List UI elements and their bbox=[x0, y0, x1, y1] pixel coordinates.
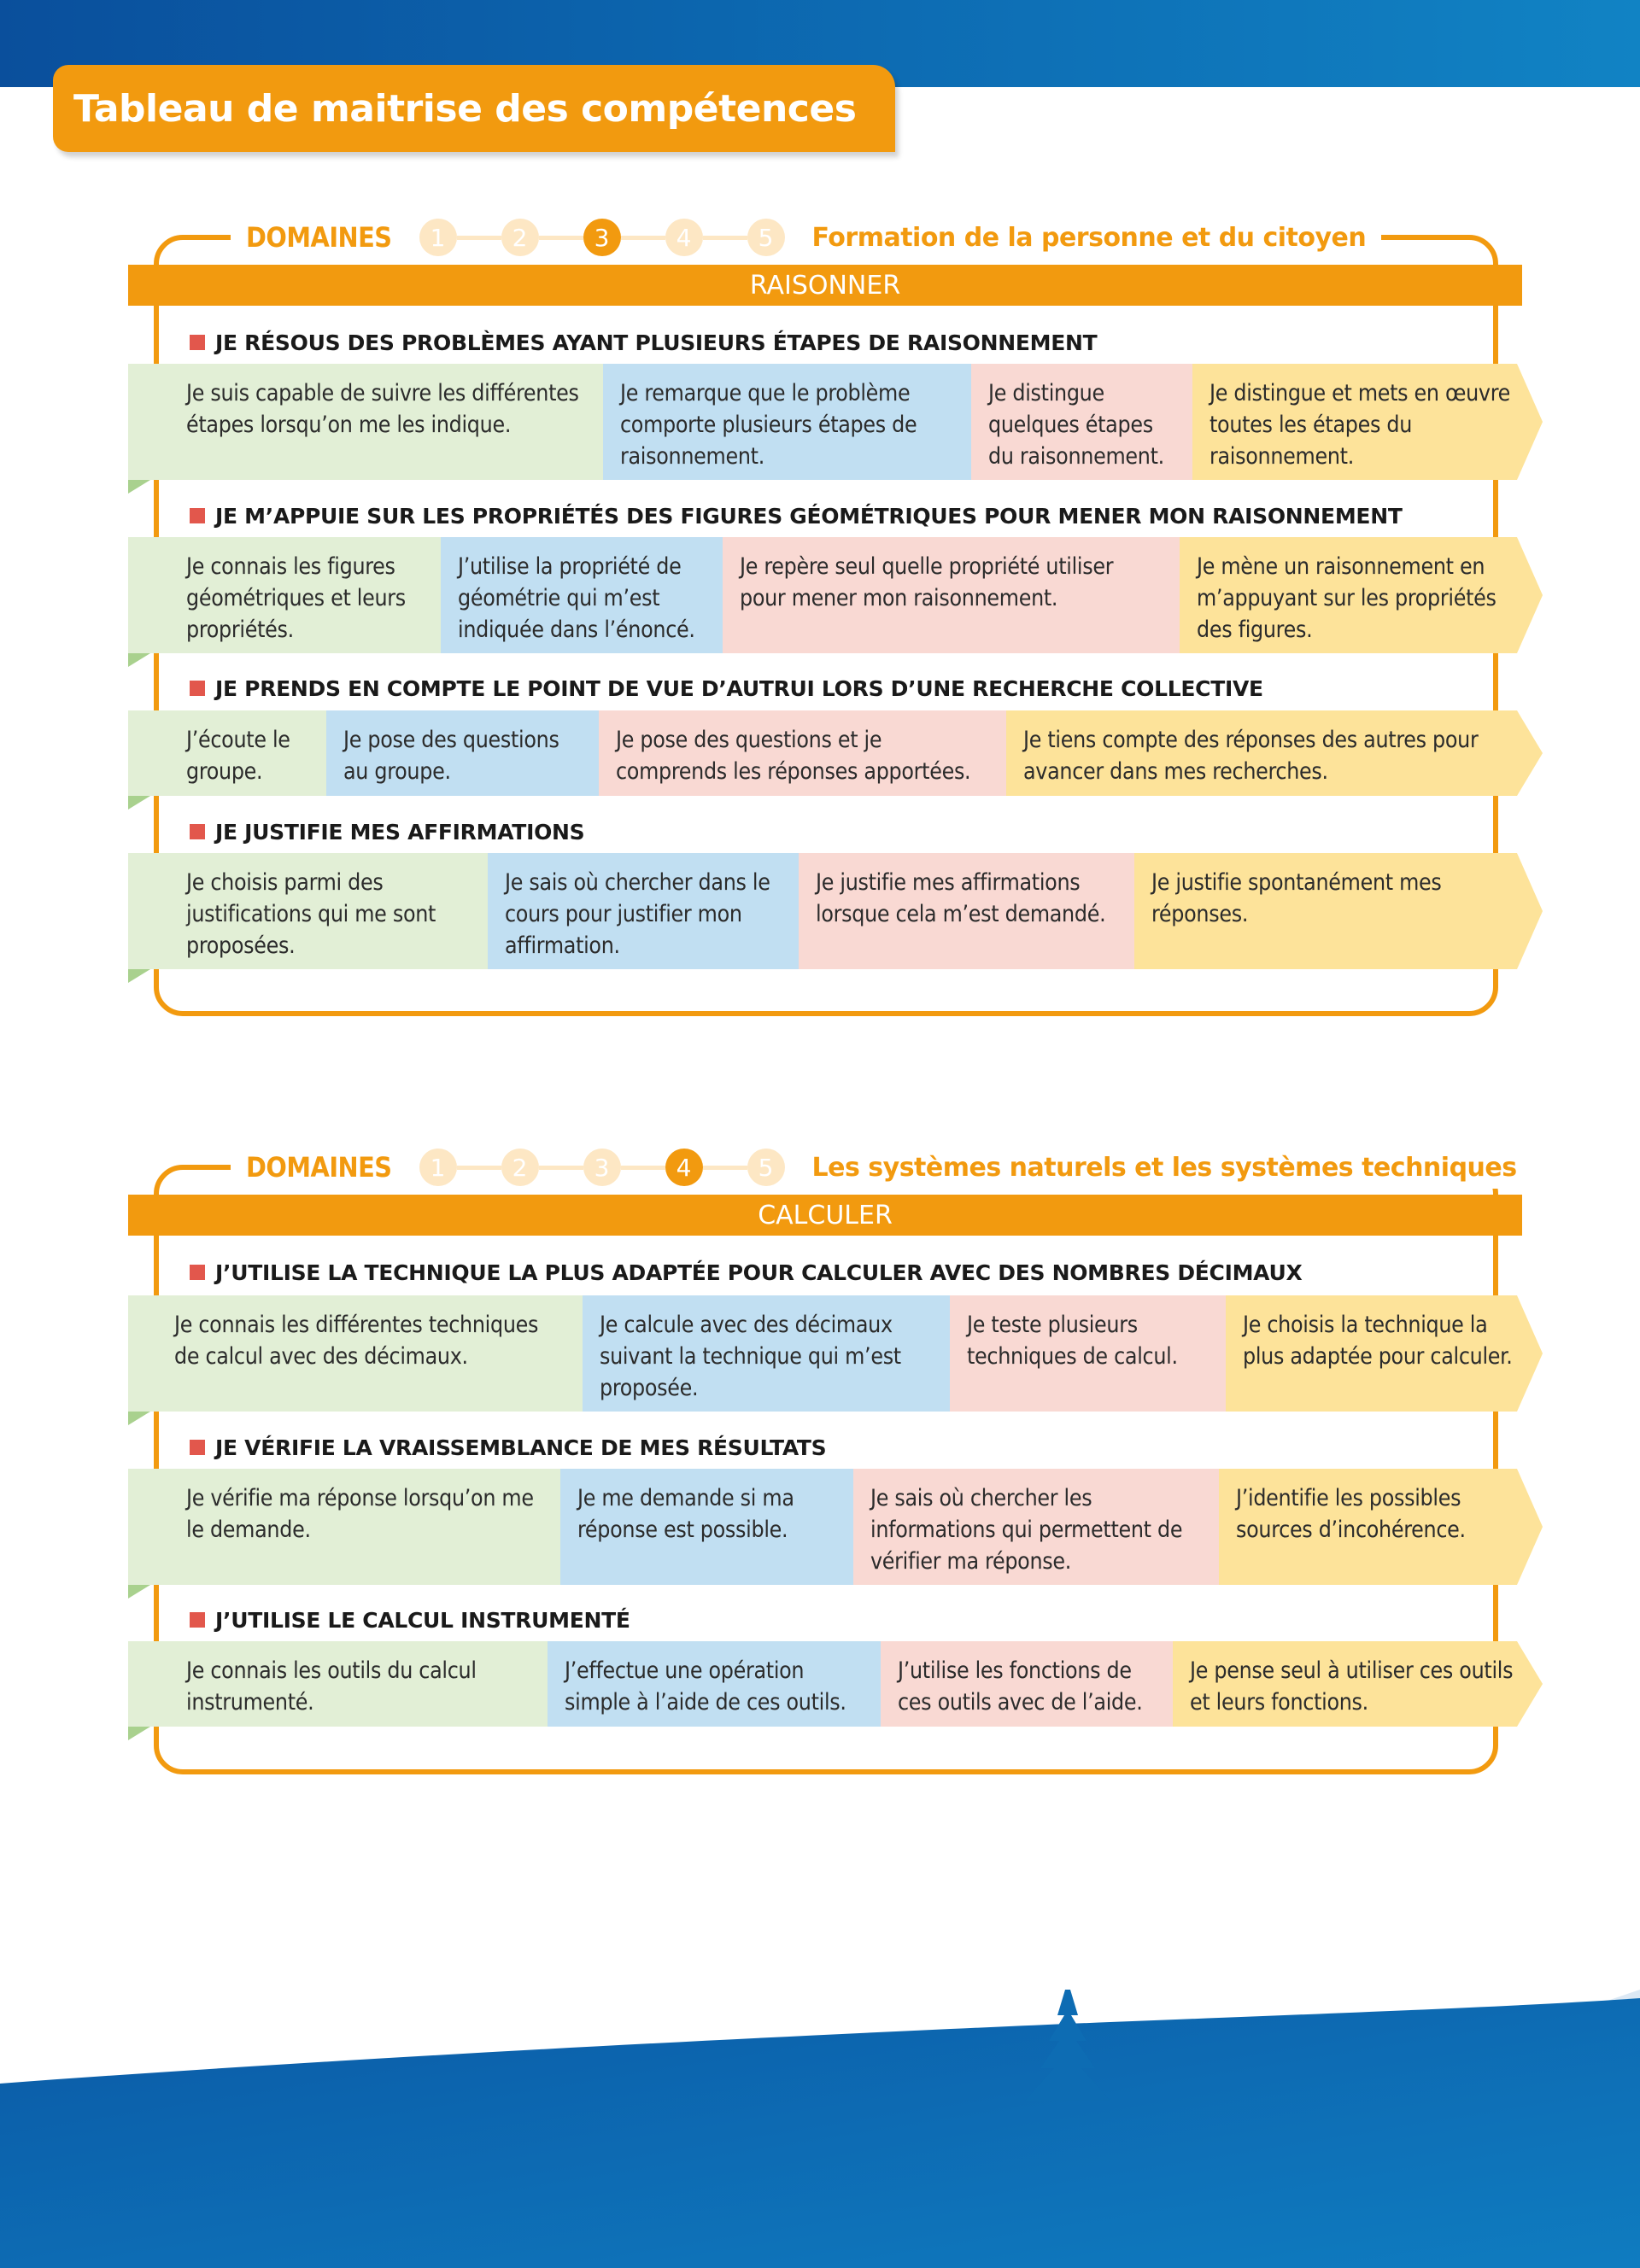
competence-title: J’UTILISE LE CALCUL INSTRUMENTÉ bbox=[190, 1603, 630, 1637]
domaines-label: DOMAINES bbox=[246, 1151, 392, 1184]
domain-number-4: 4 bbox=[665, 219, 703, 256]
level-1-cell: Je connais les outils du calcul instrume… bbox=[128, 1641, 548, 1727]
level-4-cell: Je choisis la technique la plus adaptée … bbox=[1226, 1295, 1543, 1412]
domain-number-5: 5 bbox=[747, 1149, 785, 1186]
skill-band: RAISONNER bbox=[128, 265, 1522, 306]
level-1-cell: Je connais les figures géométriques et l… bbox=[128, 537, 441, 653]
level-1-cell: Je choisis parmi des justifications qui … bbox=[128, 853, 488, 969]
level-1-cell: Je vérifie ma réponse lorsqu’on me le de… bbox=[128, 1469, 560, 1585]
level-3-cell: Je sais où chercher les informations qui… bbox=[853, 1469, 1219, 1585]
page-title-tab: Tableau de maitrise des compétences bbox=[53, 65, 896, 152]
bullet-square-icon bbox=[190, 1265, 205, 1280]
domain-number-2: 2 bbox=[501, 1149, 539, 1186]
domain-connector bbox=[456, 1165, 501, 1170]
domain-connector bbox=[538, 235, 583, 240]
fold-corner bbox=[128, 1727, 150, 1740]
level-3-cell: Je teste plusieurs techniques de calcul. bbox=[950, 1295, 1226, 1412]
level-3-cell: J’utilise les fonctions de ces outils av… bbox=[881, 1641, 1173, 1727]
level-row: Je connais les outils du calcul instrume… bbox=[128, 1641, 1543, 1727]
domain-connector bbox=[620, 1165, 665, 1170]
fold-corner bbox=[128, 796, 150, 810]
level-4-cell: Je justifie spontanément mes réponses. bbox=[1134, 853, 1543, 969]
bullet-square-icon bbox=[190, 508, 205, 523]
level-2-cell: J’utilise la propriété de géométrie qui … bbox=[441, 537, 723, 653]
fold-corner bbox=[128, 1585, 150, 1599]
level-2-cell: Je remarque que le problème comporte plu… bbox=[603, 364, 971, 480]
competence-title-text: JE RÉSOUS DES PROBLÈMES AYANT PLUSIEURS … bbox=[215, 330, 1098, 355]
domain-number-track: 1 2 3 4 5 bbox=[419, 1149, 785, 1186]
level-1-cell: Je suis capable de suivre les différente… bbox=[128, 364, 603, 480]
level-4-cell: Je pense seul à utiliser ces outils et l… bbox=[1173, 1641, 1543, 1727]
level-2-cell: J’effectue une opération simple à l’aide… bbox=[548, 1641, 881, 1727]
domain-number-1: 1 bbox=[419, 1149, 457, 1186]
page-title: Tableau de maitrise des compétences bbox=[73, 86, 857, 131]
competence-title: JE PRENDS EN COMPTE LE POINT DE VUE D’AU… bbox=[190, 671, 1263, 705]
level-4-cell: Je tiens compte des réponses des autres … bbox=[1006, 710, 1543, 796]
competence-title-text: J’UTILISE LE CALCUL INSTRUMENTÉ bbox=[215, 1607, 630, 1633]
domain-header: DOMAINES 1 2 3 4 5 Formation de la perso… bbox=[231, 216, 1382, 259]
level-4-cell: Je distingue et mets en œuvre toutes les… bbox=[1192, 364, 1543, 480]
level-row: Je suis capable de suivre les différente… bbox=[128, 364, 1543, 480]
domain-name: Formation de la personne et du citoyen bbox=[811, 222, 1367, 253]
competence-title-text: JE PRENDS EN COMPTE LE POINT DE VUE D’AU… bbox=[215, 675, 1263, 701]
bullet-square-icon bbox=[190, 335, 205, 350]
domain-number-3: 3 bbox=[583, 1149, 621, 1186]
level-4-cell: J’identifie les possibles sources d’inco… bbox=[1219, 1469, 1543, 1585]
level-2-cell: Je sais où chercher dans le cours pour j… bbox=[488, 853, 799, 969]
domain-connector bbox=[538, 1165, 583, 1170]
level-2-cell: Je pose des questions au groupe. bbox=[326, 710, 599, 796]
domain-number-3-active: 3 bbox=[583, 219, 621, 256]
competence-title: JE M’APPUIE SUR LES PROPRIÉTÉS DES FIGUR… bbox=[190, 499, 1403, 533]
level-4-cell: Je mène un raisonnement en m’appuyant su… bbox=[1180, 537, 1543, 653]
level-1-cell: J’écoute le groupe. bbox=[128, 710, 326, 796]
level-2-cell: Je me demande si ma réponse est possible… bbox=[560, 1469, 853, 1585]
competence-title: JE RÉSOUS DES PROBLÈMES AYANT PLUSIEURS … bbox=[190, 325, 1098, 359]
level-row: Je connais les différentes techniques de… bbox=[128, 1295, 1543, 1412]
competence-title-text: J’UTILISE LA TECHNIQUE LA PLUS ADAPTÉE P… bbox=[215, 1260, 1303, 1285]
fold-corner bbox=[128, 969, 150, 983]
fold-corner bbox=[128, 1412, 150, 1425]
fir-tree-icon bbox=[1025, 1990, 1110, 2101]
level-3-cell: Je distingue quelques étapes du raisonne… bbox=[971, 364, 1192, 480]
level-3-cell: Je justifie mes affirmations lorsque cel… bbox=[799, 853, 1134, 969]
domaines-label: DOMAINES bbox=[246, 221, 392, 254]
level-3-cell: Je repère seul quelle propriété utiliser… bbox=[723, 537, 1180, 653]
bullet-square-icon bbox=[190, 1440, 205, 1455]
domain-connector bbox=[456, 235, 501, 240]
domain-connector bbox=[702, 1165, 747, 1170]
competence-title: JE VÉRIFIE LA VRAISSEMBLANCE DE MES RÉSU… bbox=[190, 1430, 827, 1464]
competence-title-text: JE JUSTIFIE MES AFFIRMATIONS bbox=[215, 819, 585, 845]
level-row: Je vérifie ma réponse lorsqu’on me le de… bbox=[128, 1469, 1543, 1585]
fold-corner bbox=[128, 653, 150, 667]
skill-band: CALCULER bbox=[128, 1195, 1522, 1236]
competence-title-text: JE VÉRIFIE LA VRAISSEMBLANCE DE MES RÉSU… bbox=[215, 1435, 827, 1460]
level-row: Je connais les figures géométriques et l… bbox=[128, 537, 1543, 653]
domain-connector bbox=[620, 235, 665, 240]
level-3-cell: Je pose des questions et je comprends le… bbox=[599, 710, 1006, 796]
domain-number-1: 1 bbox=[419, 219, 457, 256]
competence-title: J’UTILISE LA TECHNIQUE LA PLUS ADAPTÉE P… bbox=[190, 1255, 1303, 1289]
domain-name: Les systèmes naturels et les systèmes te… bbox=[811, 1152, 1518, 1183]
domain-number-5: 5 bbox=[747, 219, 785, 256]
level-row: Je choisis parmi des justifications qui … bbox=[128, 853, 1543, 969]
bullet-square-icon bbox=[190, 1612, 205, 1628]
bottom-wave bbox=[0, 1990, 1640, 2268]
level-2-cell: Je calcule avec des décimaux suivant la … bbox=[583, 1295, 950, 1412]
competence-title: JE JUSTIFIE MES AFFIRMATIONS bbox=[190, 815, 585, 849]
fold-corner bbox=[128, 480, 150, 494]
bullet-square-icon bbox=[190, 824, 205, 839]
level-1-cell: Je connais les différentes techniques de… bbox=[128, 1295, 583, 1412]
domain-number-track: 1 2 3 4 5 bbox=[419, 219, 785, 256]
bullet-square-icon bbox=[190, 681, 205, 696]
domain-connector bbox=[702, 235, 747, 240]
domain-number-4-active: 4 bbox=[665, 1149, 703, 1186]
level-row: J’écoute le groupe. Je pose des question… bbox=[128, 710, 1543, 796]
domain-header: DOMAINES 1 2 3 4 5 Les systèmes naturels… bbox=[231, 1146, 1532, 1189]
domain-number-2: 2 bbox=[501, 219, 539, 256]
competence-title-text: JE M’APPUIE SUR LES PROPRIÉTÉS DES FIGUR… bbox=[215, 503, 1403, 529]
